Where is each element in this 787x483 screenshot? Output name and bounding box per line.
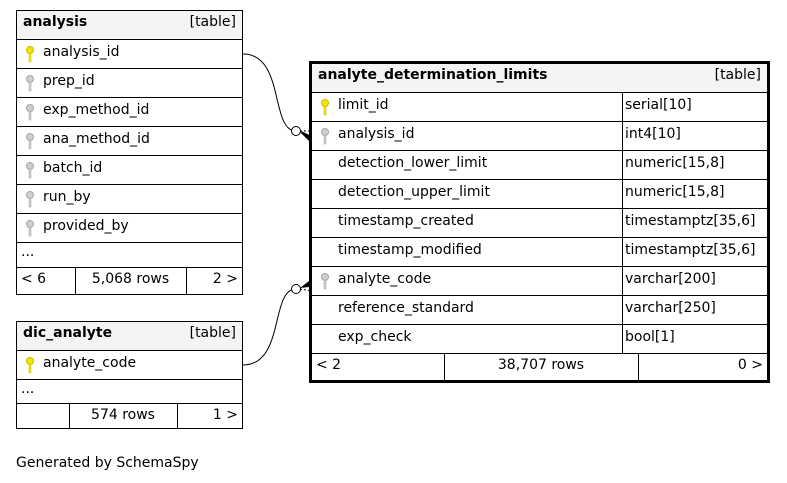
children-link[interactable]: 0 >	[737, 357, 763, 373]
column-row[interactable]: limit_id serial[10]	[312, 93, 767, 122]
edge-analysis-to-adl	[242, 53, 297, 132]
edge-analysis-zero-marker	[291, 126, 301, 136]
column-type: varchar[250]	[625, 300, 716, 316]
column-row[interactable]: analysis_id int4[10]	[312, 122, 767, 151]
table-analyte-determination-limits[interactable]: analyte_determination_limits [table] lim…	[309, 61, 770, 383]
column-row[interactable]: analyte_code	[17, 351, 242, 380]
parents-link[interactable]: < 6	[21, 271, 47, 287]
table-footer: 574 rows 1 >	[17, 404, 242, 428]
column-name: detection_upper_limit	[338, 184, 490, 200]
row-count: 5,068 rows	[91, 271, 170, 287]
column-row[interactable]: timestamp_modified timestamptz[35,6]	[312, 238, 767, 267]
edge-dic-analyte-zero-marker	[291, 284, 301, 294]
column-name: analysis_id	[43, 44, 120, 60]
foreign-key-icon	[26, 162, 34, 179]
column-name: batch_id	[43, 160, 103, 176]
table-analysis[interactable]: analysis [table] analysis_id prep_id exp…	[16, 10, 243, 295]
more-columns-ellipsis: ...	[21, 381, 35, 397]
column-name: reference_standard	[338, 300, 474, 316]
column-name: provided_by	[43, 218, 129, 234]
column-type: varchar[200]	[625, 271, 716, 287]
table-type-tag: [table]	[189, 14, 236, 30]
table-title[interactable]: analysis	[23, 14, 88, 30]
column-row[interactable]: analysis_id	[17, 40, 242, 69]
column-name: analyte_code	[338, 271, 432, 287]
column-row[interactable]: run_by	[17, 185, 242, 214]
primary-key-icon	[26, 357, 34, 374]
parents-link[interactable]	[17, 404, 69, 428]
table-type-tag: [table]	[714, 67, 761, 83]
table-title[interactable]: analyte_determination_limits	[318, 67, 548, 83]
foreign-key-icon	[26, 133, 34, 150]
primary-key-icon	[26, 46, 34, 63]
column-name: timestamp_modified	[338, 242, 482, 258]
foreign-key-icon	[26, 220, 34, 237]
edge-analysis-crowfoot	[300, 132, 309, 141]
column-type: numeric[15,8]	[625, 155, 725, 171]
column-row[interactable]: batch_id	[17, 156, 242, 185]
table-footer: < 6 5,068 rows 2 >	[17, 268, 242, 294]
table-footer: < 2 38,707 rows 0 >	[312, 354, 767, 380]
foreign-key-icon	[26, 191, 34, 208]
column-name: limit_id	[338, 97, 389, 113]
row-count: 574 rows	[91, 407, 155, 423]
column-type: bool[1]	[625, 329, 675, 345]
column-name: prep_id	[43, 73, 95, 89]
edge-dic-analyte-to-adl	[242, 288, 297, 366]
column-type: numeric[15,8]	[625, 184, 725, 200]
column-name: run_by	[43, 189, 91, 205]
column-name: detection_lower_limit	[338, 155, 488, 171]
column-row[interactable]: timestamp_created timestamptz[35,6]	[312, 209, 767, 238]
children-link[interactable]: 1 >	[212, 407, 238, 423]
more-columns-row[interactable]: ...	[17, 243, 242, 268]
column-row[interactable]: provided_by	[17, 214, 242, 243]
column-row[interactable]: exp_method_id	[17, 98, 242, 127]
table-header[interactable]: dic_analyte [table]	[17, 322, 242, 351]
edge-dic-analyte-crowfoot	[300, 281, 309, 288]
more-columns-row[interactable]: ...	[17, 380, 242, 404]
column-name: exp_method_id	[43, 102, 150, 118]
generated-by-note: Generated by SchemaSpy	[16, 455, 199, 471]
foreign-key-icon	[321, 273, 329, 290]
column-type: serial[10]	[625, 97, 692, 113]
column-name: exp_check	[338, 329, 412, 345]
foreign-key-icon	[26, 104, 34, 121]
children-link[interactable]: 2 >	[212, 271, 238, 287]
table-dic-analyte[interactable]: dic_analyte [table] analyte_code ... 574…	[16, 321, 243, 429]
table-title[interactable]: dic_analyte	[23, 325, 113, 341]
column-type: timestamptz[35,6]	[625, 242, 756, 258]
foreign-key-icon	[321, 128, 329, 145]
parents-link[interactable]: < 2	[316, 357, 342, 373]
column-row[interactable]: analyte_code varchar[200]	[312, 267, 767, 296]
more-columns-ellipsis: ...	[21, 244, 35, 260]
foreign-key-icon	[26, 75, 34, 92]
column-row[interactable]: ana_method_id	[17, 127, 242, 156]
table-header[interactable]: analysis [table]	[17, 11, 242, 40]
column-row[interactable]: detection_upper_limit numeric[15,8]	[312, 180, 767, 209]
row-count: 38,707 rows	[497, 357, 585, 373]
column-name: analyte_code	[43, 355, 137, 371]
column-row[interactable]: exp_check bool[1]	[312, 325, 767, 354]
column-type: int4[10]	[625, 126, 681, 142]
column-row[interactable]: prep_id	[17, 69, 242, 98]
primary-key-icon	[321, 99, 329, 116]
column-row[interactable]: reference_standard varchar[250]	[312, 296, 767, 325]
column-name: analysis_id	[338, 126, 415, 142]
column-name: timestamp_created	[338, 213, 474, 229]
table-type-tag: [table]	[189, 325, 236, 341]
column-type: timestamptz[35,6]	[625, 213, 756, 229]
column-row[interactable]: detection_lower_limit numeric[15,8]	[312, 151, 767, 180]
table-header[interactable]: analyte_determination_limits [table]	[312, 64, 767, 93]
column-name: ana_method_id	[43, 131, 150, 147]
